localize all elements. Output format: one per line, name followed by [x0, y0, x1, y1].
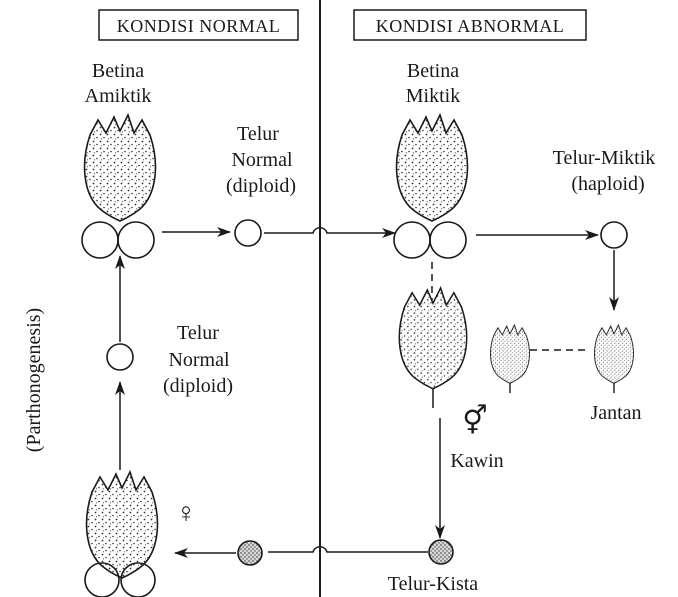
normal-egg-top-line2: Normal [231, 149, 293, 171]
normal-egg-top-line1: Telur [237, 123, 279, 145]
normal-egg-top-line3: (diploid) [226, 175, 296, 197]
normal-egg-left [107, 344, 133, 370]
mictic-female-mating [399, 288, 466, 408]
cyst-line [268, 547, 428, 552]
amictic-label-line1: Betina [92, 60, 144, 82]
mating-label: Kawin [450, 450, 503, 472]
header-abnormal: KONDISI ABNORMAL [354, 10, 586, 40]
cyst-egg [429, 540, 453, 564]
mictic-egg-line2: (haploid) [571, 173, 644, 195]
arrow-egg-to-mictic [264, 228, 395, 233]
mictic-egg-line1: Telur-Miktik [553, 147, 656, 169]
amictic-female-bottom [85, 472, 157, 597]
normal-egg-left-line2: Normal [168, 349, 230, 371]
male-label: Jantan [590, 402, 641, 424]
normal-egg-top [235, 220, 261, 246]
cyst-egg-label: Telur-Kista [388, 573, 479, 595]
mictic-egg [601, 222, 627, 248]
cyst-egg-hatching [238, 541, 262, 565]
amictic-female [82, 115, 155, 258]
header-normal-label: KONDISI NORMAL [117, 16, 281, 36]
male-rotifer-mating [491, 325, 530, 393]
parthenogenesis-label: (Parthonogenesis) [23, 308, 45, 452]
normal-egg-left-line1: Telur [177, 322, 219, 344]
male-rotifer [595, 325, 634, 393]
amictic-label-line2: Amiktik [85, 85, 152, 107]
female-symbol: ♀ [176, 498, 197, 529]
mictic-label-line1: Betina [407, 60, 459, 82]
mating-symbol: ⚥ [462, 404, 487, 437]
header-normal: KONDISI NORMAL [99, 10, 298, 40]
mictic-label-line2: Miktik [406, 85, 460, 107]
mictic-female [394, 115, 467, 258]
header-abnormal-label: KONDISI ABNORMAL [376, 16, 565, 36]
normal-egg-left-line3: (diploid) [163, 375, 233, 397]
